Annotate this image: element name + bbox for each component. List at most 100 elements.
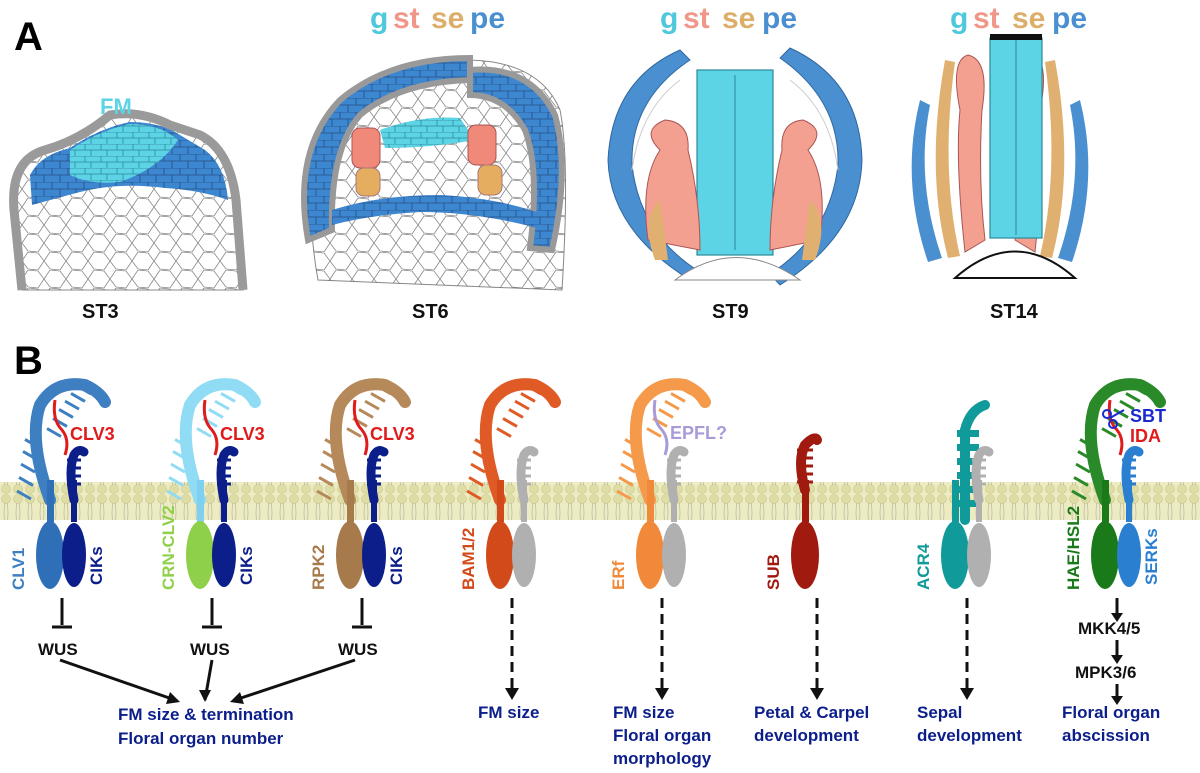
crn-clv2-partner-kinase bbox=[212, 523, 236, 587]
clv1-kinase-domain bbox=[36, 521, 64, 589]
wus-label-2: WUS bbox=[190, 640, 230, 659]
rpk2-transmembrane bbox=[347, 480, 354, 522]
hae-hsl2-arrow-head-3 bbox=[1111, 696, 1123, 705]
organ-key-st: st bbox=[683, 2, 710, 35]
erf-lrr-tick bbox=[624, 438, 640, 449]
clv1-lrr-tick bbox=[76, 384, 92, 396]
clv1-partner-tm bbox=[71, 480, 77, 522]
protease-sbt: SBT bbox=[1130, 406, 1166, 426]
erf-arrow-head bbox=[655, 688, 669, 700]
hae-hsl2-lrr-tick bbox=[1119, 399, 1135, 411]
crn-clv2-partner-label: CIKs bbox=[237, 546, 256, 585]
stage-label-st14: ST14 bbox=[990, 301, 1039, 323]
erf-name-label: ERf bbox=[609, 560, 628, 590]
outcome-clv-line1: FM size & termination bbox=[118, 705, 294, 724]
bam1-2-ectodomain bbox=[479, 378, 561, 506]
crn-clv2-lrr-tick bbox=[226, 384, 242, 396]
erf-lrr-tick bbox=[670, 392, 686, 403]
wus-label-1: WUS bbox=[38, 640, 78, 659]
panel-b-label: B bbox=[14, 339, 43, 383]
hae-hsl2-lrr-tick bbox=[1131, 384, 1147, 396]
organ-key-se: se bbox=[431, 2, 464, 35]
rpk2-lrr-tick bbox=[358, 408, 374, 419]
organ-key-g: g bbox=[950, 2, 968, 35]
acr4-comb-tooth bbox=[957, 458, 979, 465]
clv1-name-label: CLV1 bbox=[9, 548, 28, 590]
wus-arrow-head-mid bbox=[199, 690, 211, 702]
bam1-2-lrr-tick bbox=[514, 399, 530, 411]
bam1-2-lrr-tick bbox=[470, 462, 486, 474]
acr4-partner-kinase bbox=[967, 523, 991, 587]
wus-arrow-head-left bbox=[166, 692, 180, 704]
ligand-clv3-2: CLV3 bbox=[220, 424, 265, 444]
stage-label-st6: ST6 bbox=[412, 301, 449, 323]
organ-key-se: se bbox=[1012, 2, 1045, 35]
erf-lrr-tick bbox=[658, 408, 674, 419]
crn-clv2-ectodomain bbox=[179, 378, 261, 506]
clv1-lrr-tick bbox=[20, 462, 36, 474]
st6-flower bbox=[301, 54, 567, 291]
hae-hsl2-partner-label: SERKs bbox=[1142, 528, 1161, 585]
ligand-epfl: EPFL? bbox=[670, 423, 727, 443]
bam1-2-lrr-tick bbox=[474, 438, 490, 449]
acr4-comb-tooth bbox=[957, 444, 979, 451]
bam1-2-lrr-tick bbox=[472, 450, 488, 461]
clv1-lrr-tick bbox=[64, 399, 80, 411]
erf-lrr-tick bbox=[620, 462, 636, 474]
hae-hsl2-ectodomain bbox=[1084, 378, 1166, 506]
hae-hsl2-lrr-tick bbox=[1101, 427, 1117, 438]
panel-a-label: A bbox=[14, 15, 43, 59]
clv1-partner-label: CIKs bbox=[87, 546, 106, 585]
acr4-transmembrane bbox=[952, 480, 959, 522]
scissors-blade bbox=[1109, 409, 1125, 419]
erf-kinase-domain bbox=[636, 521, 664, 589]
organ-key-g: g bbox=[370, 2, 388, 35]
rpk2-lrr-tick bbox=[370, 392, 386, 403]
bam1-2-partner-tm bbox=[521, 480, 527, 522]
outcome-acr4-line2: development bbox=[917, 726, 1022, 745]
rpk2-partner-tm bbox=[371, 480, 377, 522]
organ-key-pe: pe bbox=[1052, 2, 1087, 35]
wus-to-outcome-arrow bbox=[234, 658, 356, 702]
rpk2-kinase-domain bbox=[336, 521, 364, 589]
cascade-mpk: MPK3/6 bbox=[1075, 663, 1136, 682]
hae-hsl2-lrr-tick bbox=[1071, 489, 1087, 501]
outcome-erf-line3: morphology bbox=[613, 749, 712, 768]
rpk2-ectodomain bbox=[329, 378, 411, 506]
outcome-sub-line1: Petal & Carpel bbox=[754, 703, 869, 722]
outcome-bam: FM size bbox=[478, 703, 539, 722]
hae-hsl2-transmembrane bbox=[1102, 480, 1109, 522]
st3-meristem bbox=[9, 109, 248, 291]
clv1-lrr-tick bbox=[58, 408, 74, 419]
crn-clv2-lrr-tick bbox=[214, 399, 230, 411]
bam1-2-kinase-domain bbox=[486, 521, 514, 589]
hae-hsl2-kinase-domain bbox=[1091, 521, 1119, 589]
hae-hsl2-partner-kinase bbox=[1117, 523, 1141, 587]
rpk2-lrr-tick bbox=[322, 450, 338, 461]
crn-clv2-lrr-tick bbox=[168, 476, 184, 487]
rpk2-lrr-tick bbox=[376, 384, 392, 396]
crn-clv2-lrr-tick bbox=[174, 438, 190, 449]
outcome-acr4-line1: Sepal bbox=[917, 703, 962, 722]
ligand-clv3-1: CLV3 bbox=[70, 424, 115, 444]
crn-clv2-partner-tm bbox=[221, 480, 227, 522]
clv1-lrr-tick bbox=[24, 438, 40, 449]
organ-key-g: g bbox=[660, 2, 678, 35]
outcome-hae-line2: abscission bbox=[1062, 726, 1150, 745]
erf-lrr-tick bbox=[618, 476, 634, 487]
hae-hsl2-partner-tm bbox=[1126, 480, 1132, 522]
clv1-ligand-peptide bbox=[52, 399, 69, 456]
outcome-erf-line1: FM size bbox=[613, 703, 674, 722]
erf-lrr-tick bbox=[676, 384, 692, 396]
organ-key-st9: g st se pe bbox=[660, 2, 797, 35]
crn-clv2-name-label: CRN-CLV2 bbox=[159, 505, 178, 590]
hae-hsl2-arrow-head-2 bbox=[1111, 655, 1123, 664]
acr4-name-label: ACR4 bbox=[914, 543, 933, 590]
crn-clv2-lrr-tick bbox=[170, 462, 186, 474]
erf-transmembrane bbox=[647, 480, 654, 522]
crn-clv2-transmembrane bbox=[197, 480, 204, 522]
outcome-clv-line2: Floral organ number bbox=[118, 729, 284, 748]
ligand-clv3-3: CLV3 bbox=[370, 424, 415, 444]
